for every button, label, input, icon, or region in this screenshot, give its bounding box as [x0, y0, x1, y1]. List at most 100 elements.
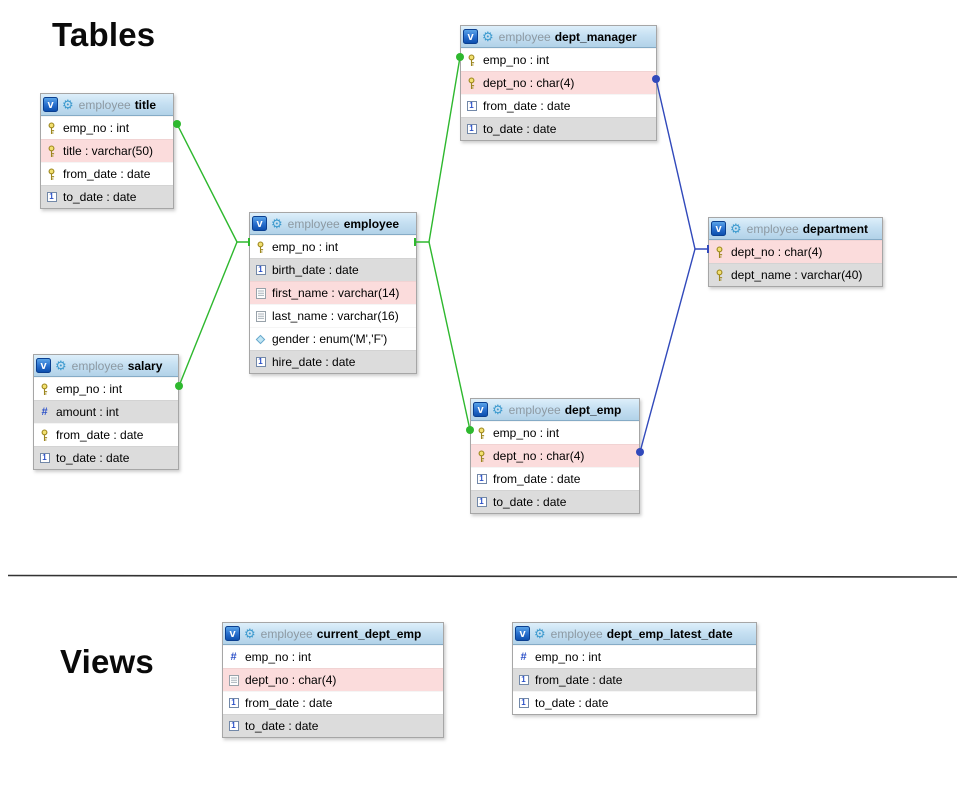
views-section-heading: Views: [60, 643, 154, 680]
column-row[interactable]: from_date : date: [41, 162, 173, 185]
column-row[interactable]: from_date : date: [34, 423, 178, 446]
column-row[interactable]: dept_no : char(4): [461, 71, 656, 94]
enum-icon: [254, 334, 267, 345]
column-definition: emp_no : int: [493, 426, 560, 440]
column-definition: from_date : date: [483, 99, 571, 113]
column-row[interactable]: gender : enum('M','F'): [250, 327, 416, 350]
column-definition: emp_no : int: [63, 121, 130, 135]
date-icon: 1: [227, 698, 240, 708]
key-icon: [38, 428, 51, 442]
column-row[interactable]: 1 from_date : date: [513, 668, 756, 691]
column-row[interactable]: emp_no : int: [34, 377, 178, 400]
gear-icon: ⚙: [271, 216, 283, 231]
key-icon: [45, 121, 58, 135]
column-definition: to_date : date: [56, 451, 130, 465]
entity-schema-name: employee: [78, 97, 131, 112]
column-definition: hire_date : date: [272, 355, 356, 369]
column-row[interactable]: #emp_no : int: [223, 645, 443, 668]
entity-schema-name: employee: [746, 221, 799, 236]
key-icon: [45, 144, 58, 158]
column-definition: from_date : date: [535, 673, 623, 687]
key-icon: [45, 167, 58, 181]
column-definition: last_name : varchar(16): [272, 309, 399, 323]
view-badge-icon: v: [225, 626, 240, 641]
column-row[interactable]: 1 from_date : date: [461, 94, 656, 117]
column-definition: gender : enum('M','F'): [272, 332, 388, 346]
column-row[interactable]: #emp_no : int: [513, 645, 756, 668]
column-row[interactable]: dept_name : varchar(40): [709, 263, 882, 286]
column-row[interactable]: 1 to_date : date: [223, 714, 443, 737]
column-row[interactable]: 1 hire_date : date: [250, 350, 416, 373]
date-icon: 1: [254, 357, 267, 367]
date-icon: 1: [465, 101, 478, 111]
key-icon: [465, 76, 478, 90]
column-row[interactable]: last_name : varchar(16): [250, 304, 416, 327]
key-icon: [38, 382, 51, 396]
entity-name: dept_manager: [554, 29, 637, 44]
view-badge-icon: v: [36, 358, 51, 373]
column-definition: emp_no : int: [483, 53, 550, 67]
column-row[interactable]: dept_no : char(4): [709, 240, 882, 263]
view-badge-icon: v: [252, 216, 267, 231]
date-icon: 1: [517, 675, 530, 685]
column-row[interactable]: #amount : int: [34, 400, 178, 423]
column-definition: to_date : date: [245, 719, 319, 733]
column-row[interactable]: emp_no : int: [461, 48, 656, 71]
date-icon: 1: [465, 124, 478, 134]
key-icon: [475, 426, 488, 440]
column-row[interactable]: emp_no : int: [41, 116, 173, 139]
column-definition: first_name : varchar(14): [272, 286, 400, 300]
date-icon: 1: [254, 265, 267, 275]
tables-section-heading: Tables: [52, 16, 156, 53]
entity-schema-name: employee: [508, 402, 561, 417]
column-definition: dept_no : char(4): [245, 673, 337, 687]
column-definition: emp_no : int: [535, 650, 602, 664]
column-definition: from_date : date: [56, 428, 144, 442]
column-row[interactable]: first_name : varchar(14): [250, 281, 416, 304]
text-icon: [254, 310, 267, 322]
column-row[interactable]: emp_no : int: [250, 235, 416, 258]
entity-name: current_dept_emp: [316, 626, 422, 641]
column-definition: amount : int: [56, 405, 119, 419]
date-icon: 1: [227, 721, 240, 731]
column-row[interactable]: emp_no : int: [471, 421, 639, 444]
entity-name: employee: [343, 216, 400, 231]
view-badge-icon: v: [473, 402, 488, 417]
column-definition: dept_no : char(4): [483, 76, 575, 90]
column-row[interactable]: dept_no : char(4): [223, 668, 443, 691]
column-definition: emp_no : int: [272, 240, 339, 254]
column-row[interactable]: dept_no : char(4): [471, 444, 639, 467]
gear-icon: ⚙: [244, 626, 256, 641]
gear-icon: ⚙: [62, 97, 74, 112]
date-icon: 1: [517, 698, 530, 708]
entity-schema-name: employee: [260, 626, 313, 641]
key-icon: [465, 53, 478, 67]
column-row[interactable]: title : varchar(50): [41, 139, 173, 162]
key-icon: [254, 240, 267, 254]
entity-name: title: [134, 97, 157, 112]
